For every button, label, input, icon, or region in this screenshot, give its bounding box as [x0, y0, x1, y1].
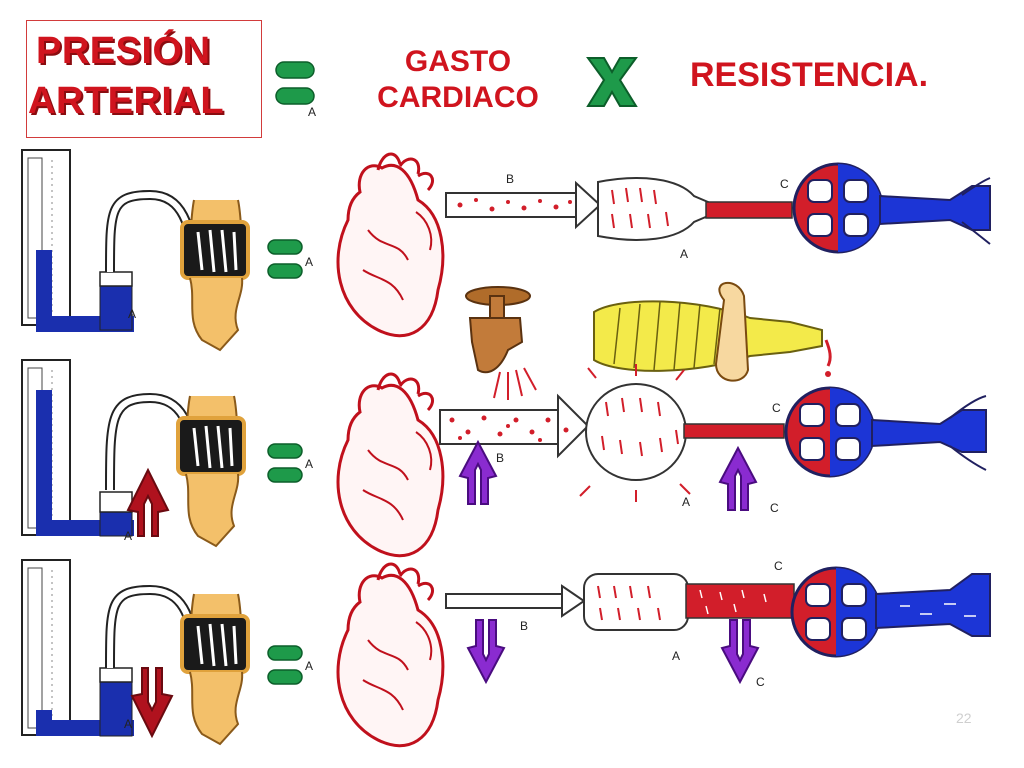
manometer-increased [21, 359, 134, 537]
equals-icon-normal [267, 239, 303, 279]
label-a-row1: A [680, 247, 688, 261]
flow-arrow-decreased [445, 584, 586, 618]
heart-normal [336, 152, 445, 338]
title-frame [26, 20, 262, 138]
capillary-grid-increased [784, 386, 876, 478]
up-arrow-red-row2 [126, 467, 170, 537]
cuff-increased [176, 394, 246, 548]
heart-increased [336, 372, 445, 558]
header-equals-icon [275, 61, 315, 105]
row-normal: B A C A A [21, 149, 991, 352]
title-arterial: ARTERIAL [28, 80, 225, 122]
cuff-decreased [180, 592, 250, 746]
label-c-arrow-row3: C [756, 675, 765, 689]
header-label-a: A [308, 105, 316, 119]
manometer-decreased [21, 559, 134, 737]
label-c-row2: C [772, 401, 781, 415]
title-presion: PRESIÓN [36, 30, 211, 72]
label-b-row1: B [506, 172, 514, 186]
label-c-row1: C [780, 177, 789, 191]
up-arrow-purple-resistencia [719, 447, 757, 511]
term-gasto-line2: CARDIACO [377, 81, 539, 114]
label-c-arrow-row2: C [770, 501, 779, 515]
label-a-manometer-row1: A [128, 307, 136, 321]
label-b-row2: B [496, 451, 504, 465]
label-a-row3: A [672, 649, 680, 663]
label-a-manometer-row2: A [124, 529, 132, 543]
capillary-grid-normal [792, 162, 884, 254]
down-arrow-red-row3 [130, 667, 174, 739]
label-a-row2: A [682, 495, 690, 509]
term-gasto-line1: GASTO [404, 45, 512, 78]
header-multiply-icon [586, 57, 638, 107]
manometer-normal [21, 149, 134, 332]
term-resistencia: RESISTENCIA. [690, 56, 929, 94]
flow-arrow-normal [445, 180, 602, 230]
capillary-grid-decreased [790, 566, 882, 658]
row-decreased: B A C A A C [21, 559, 991, 748]
flow-arrow-increased [439, 393, 590, 459]
heart-decreased [336, 562, 445, 748]
cuff-normal [180, 198, 250, 352]
slide-number: 22 [956, 710, 972, 726]
label-c-row3: C [774, 559, 783, 573]
up-arrow-purple-gasto [459, 441, 497, 505]
row-increased: B A C A A C [21, 359, 987, 558]
bottle-illustration [593, 281, 832, 382]
label-a-equals-row1: A [305, 255, 313, 269]
faucet-illustration [465, 286, 537, 400]
down-arrow-purple-gasto [467, 619, 505, 683]
term-gasto-cardiaco: GASTO CARDIACO [352, 44, 564, 116]
label-a-equals-row3: A [305, 659, 313, 673]
label-b-row3: B [520, 619, 528, 633]
equals-icon-increased [267, 443, 303, 483]
equals-icon-decreased [267, 645, 303, 685]
label-a-equals-row2: A [305, 457, 313, 471]
label-a-manometer-row3: A [124, 717, 132, 731]
down-arrow-purple-resistencia [721, 619, 759, 683]
